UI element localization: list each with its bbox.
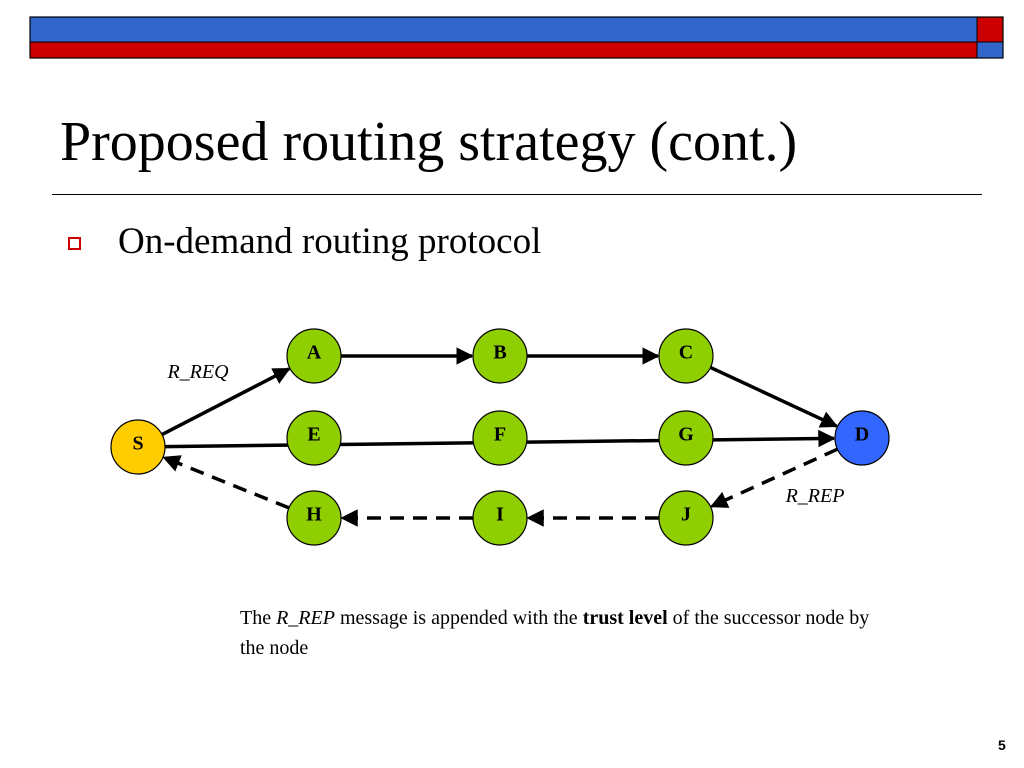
node-i-circle — [472, 490, 528, 546]
node-j-circle — [658, 490, 714, 546]
node-f-circle — [472, 410, 528, 466]
caption-part-3: of the successor node by the node — [240, 607, 870, 659]
node-e-label: E — [307, 424, 320, 446]
diagram-caption: The R_REP message is appended with the t… — [240, 603, 880, 663]
slide-title: Proposed routing strategy (cont.) — [60, 111, 798, 173]
node-f: F — [472, 410, 528, 466]
node-c-label: C — [679, 342, 693, 364]
node-d-label: D — [855, 424, 869, 446]
caption-trust-level: trust level — [582, 607, 668, 629]
node-a-circle — [286, 328, 342, 384]
node-a-label: A — [307, 342, 322, 364]
routing-diagram: S A B C E F G D H I J R_REQ R_REP — [110, 328, 890, 546]
title-divider — [52, 194, 982, 195]
node-c: C — [658, 328, 714, 384]
node-b: B — [472, 328, 528, 384]
bullet-square-icon — [68, 237, 81, 250]
node-i-label: I — [496, 504, 504, 526]
node-s: S — [110, 419, 166, 475]
r-rep-label: R_REP — [785, 485, 845, 507]
node-g: G — [658, 410, 714, 466]
node-j-label: J — [681, 504, 691, 526]
node-h-circle — [286, 490, 342, 546]
edge-h-to-s — [162, 455, 290, 510]
node-c-circle — [658, 328, 714, 384]
node-b-label: B — [493, 342, 506, 364]
edge-s-to-a — [161, 367, 291, 437]
node-d-circle — [834, 410, 890, 466]
bullet-text: On-demand routing protocol — [118, 221, 542, 262]
header-bar — [29, 16, 1004, 59]
node-e-circle — [286, 410, 342, 466]
node-g-circle — [658, 410, 714, 466]
node-h-label: H — [306, 504, 322, 526]
node-h: H — [286, 490, 342, 546]
node-s-circle — [110, 419, 166, 475]
edge-c-to-d — [709, 365, 839, 428]
node-s-label: S — [132, 433, 143, 455]
node-d: D — [834, 410, 890, 466]
header-blue-square — [977, 42, 1003, 58]
header-blue-band — [30, 17, 977, 42]
caption-rrep: R_REP — [276, 607, 335, 629]
node-a: A — [286, 328, 342, 384]
node-b-circle — [472, 328, 528, 384]
node-j: J — [658, 490, 714, 546]
header-red-square — [977, 17, 1003, 42]
header-red-band — [30, 42, 977, 58]
r-req-label: R_REQ — [166, 361, 229, 383]
node-f-label: F — [494, 424, 506, 446]
node-e: E — [286, 410, 342, 466]
caption-part-1: The — [240, 607, 277, 629]
page-number: 5 — [998, 737, 1006, 753]
caption-part-2: message is appended with the — [334, 607, 583, 629]
edge-d-to-j — [709, 447, 839, 509]
node-g-label: G — [678, 424, 694, 446]
node-i: I — [472, 490, 528, 546]
